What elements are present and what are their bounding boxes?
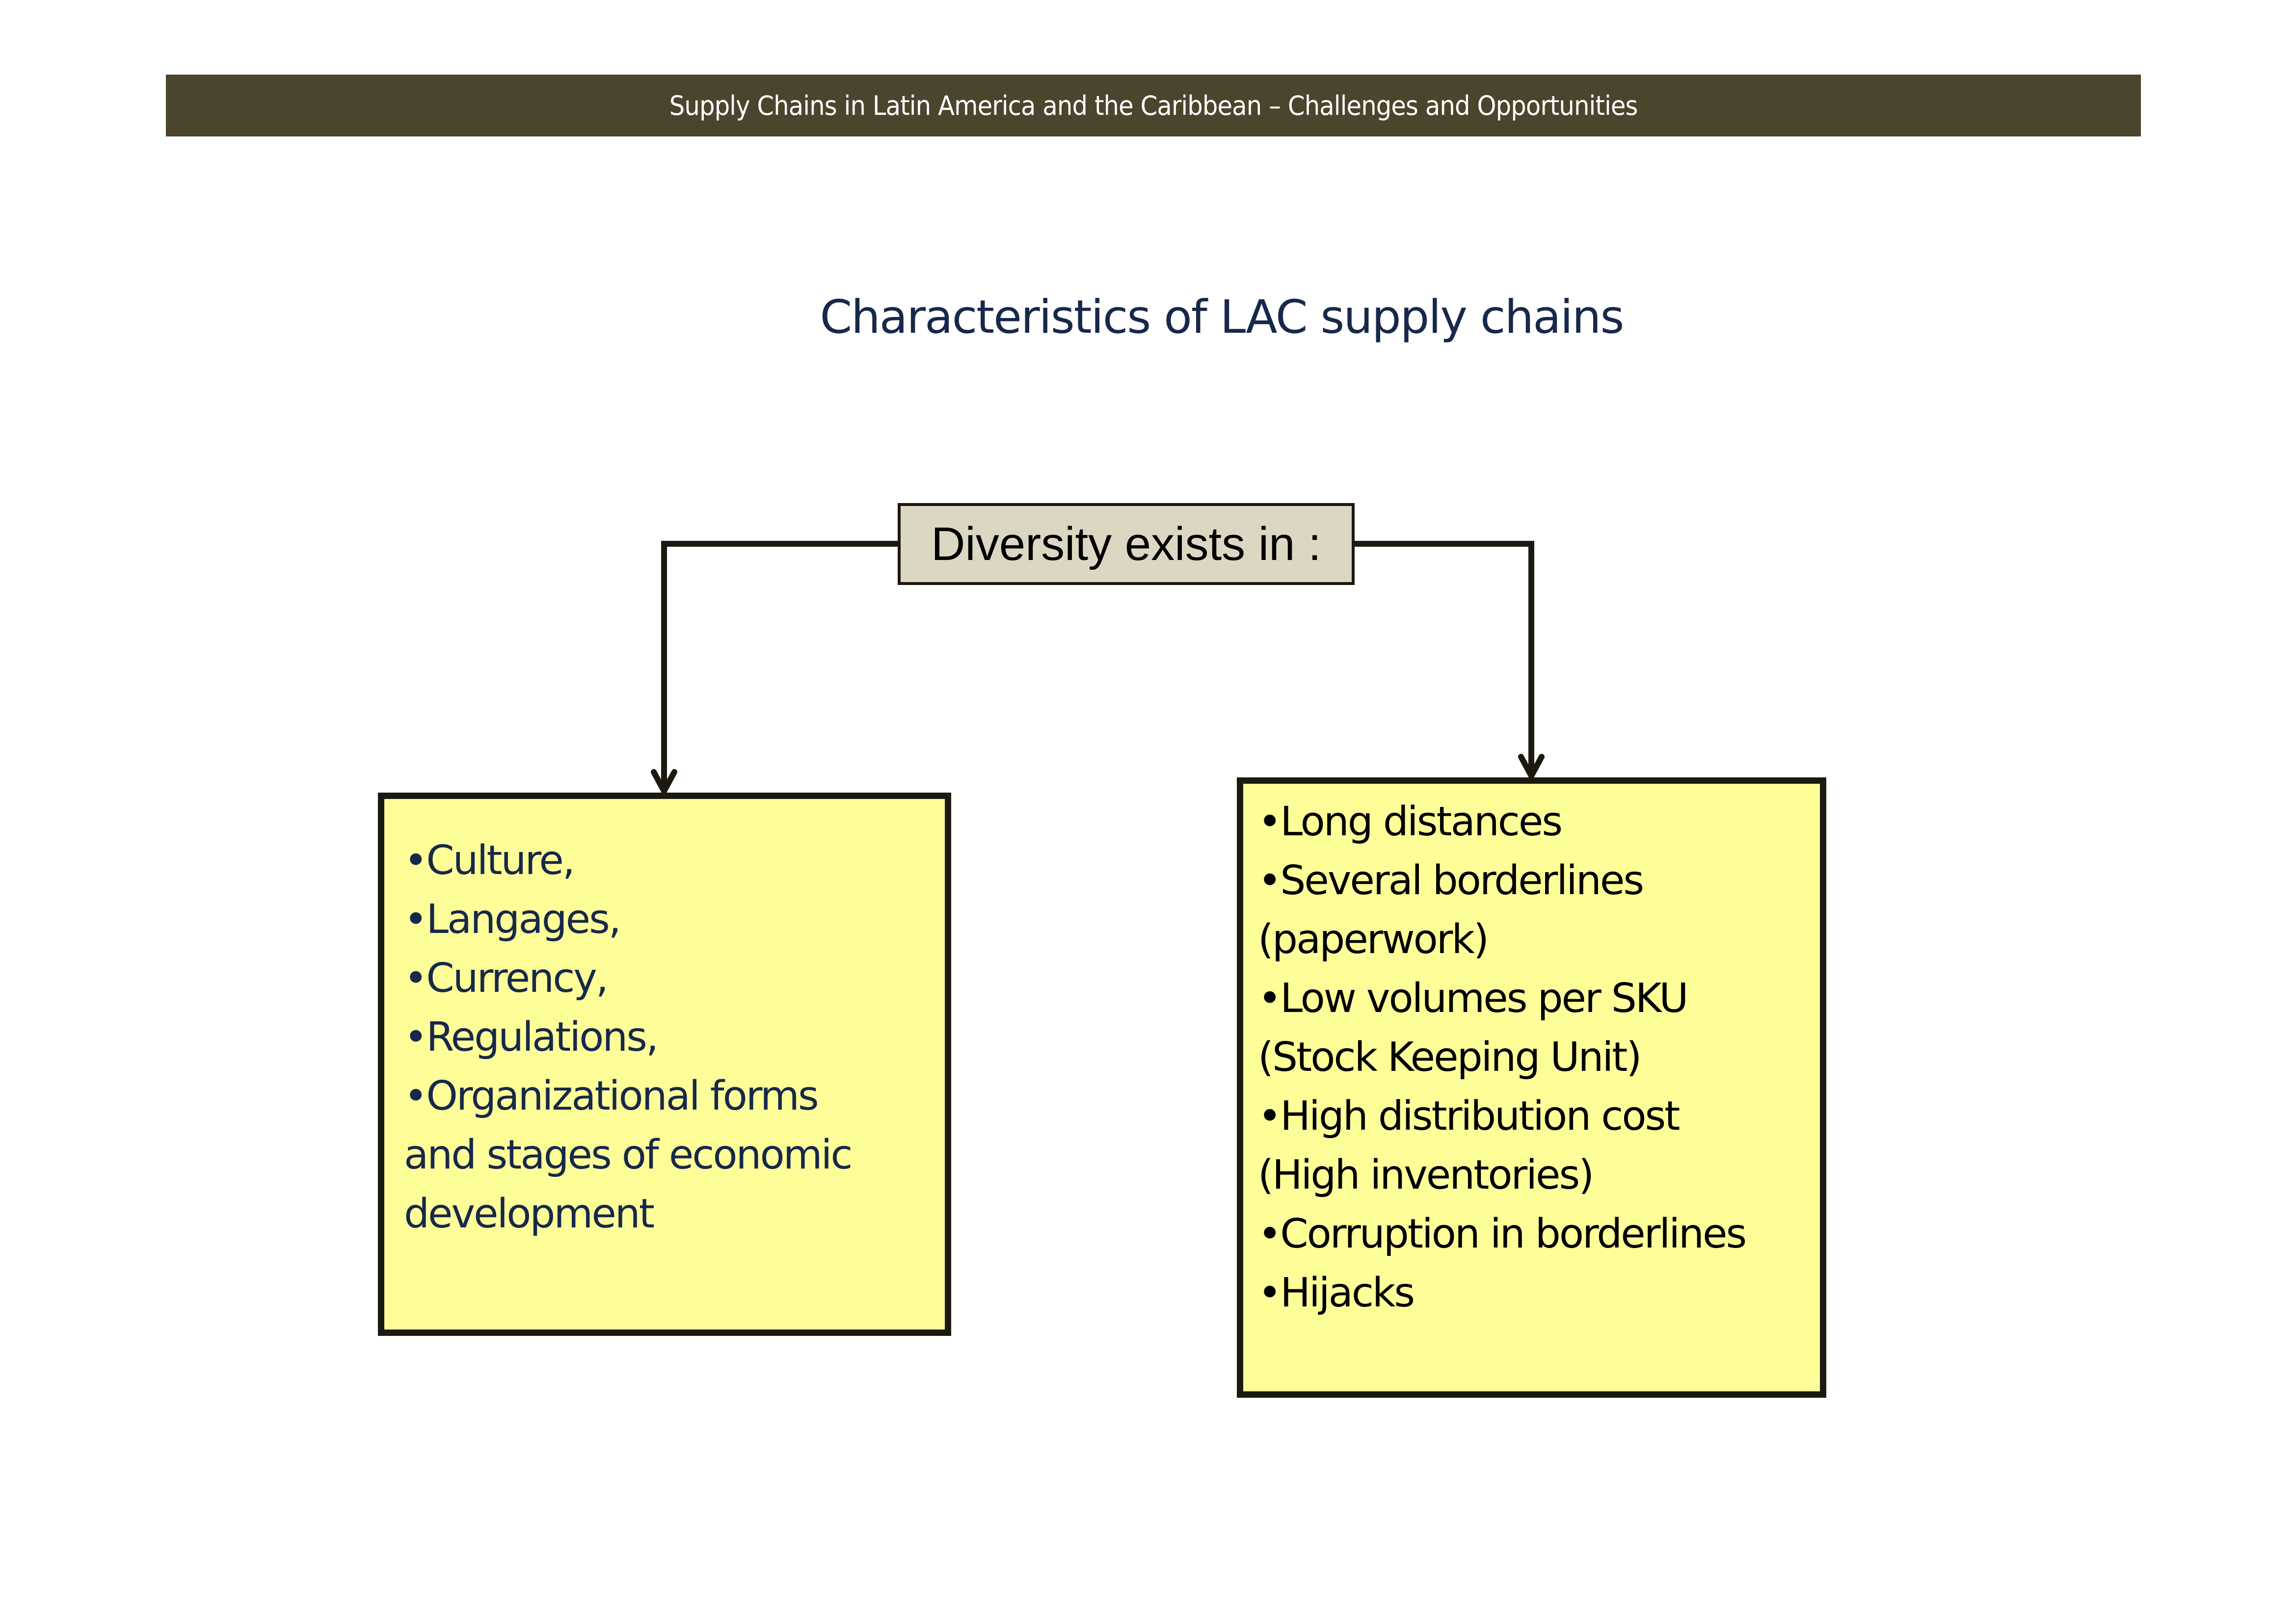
right-node-list: Long distancesSeveral borderlines (paperw… [1243,784,1820,1323]
left-box-item: development [404,1191,655,1237]
left-box-item: Culture, [404,831,945,890]
left-node-list: Culture,Langages,Currency,Regulations,Or… [384,799,945,1244]
right-box-item: Long distances [1258,793,1820,851]
right-box-item: High distribution cost [1258,1087,1820,1146]
right-node: Long distancesSeveral borderlines (paperw… [1237,777,1826,1398]
right-box-item: Hijacks [1258,1264,1820,1323]
right-box-item: (Stock Keeping Unit) [1258,1034,1642,1081]
right-box-item: Corruption in borderlines [1258,1205,1820,1264]
left-node: Culture,Langages,Currency,Regulations,Or… [378,793,951,1336]
root-node: Diversity exists in : [898,503,1355,585]
connector-left [661,541,901,794]
arrowhead-left [651,769,677,798]
right-box-item: Low volumes per SKU [1258,969,1820,1028]
left-box-item: Organizational forms [404,1067,945,1126]
left-box-item: Regulations, [404,1008,945,1067]
header-title: Supply Chains in Latin America and the C… [669,90,1638,121]
left-box-item: Currency, [404,949,945,1008]
connector-right [1352,541,1534,779]
arrowhead-right [1518,754,1545,782]
root-label: Diversity exists in : [931,517,1321,570]
right-box-item: (paperwork) [1258,916,1489,963]
left-box-item: and stages of economic [404,1132,853,1178]
right-box-item: Several borderlines [1258,851,1820,910]
slide-title: Characteristics of LAC supply chains [820,291,1625,344]
header-bar: Supply Chains in Latin America and the C… [166,75,2141,136]
right-box-item: (High inventories) [1258,1152,1594,1198]
left-box-item: Langages, [404,890,945,949]
